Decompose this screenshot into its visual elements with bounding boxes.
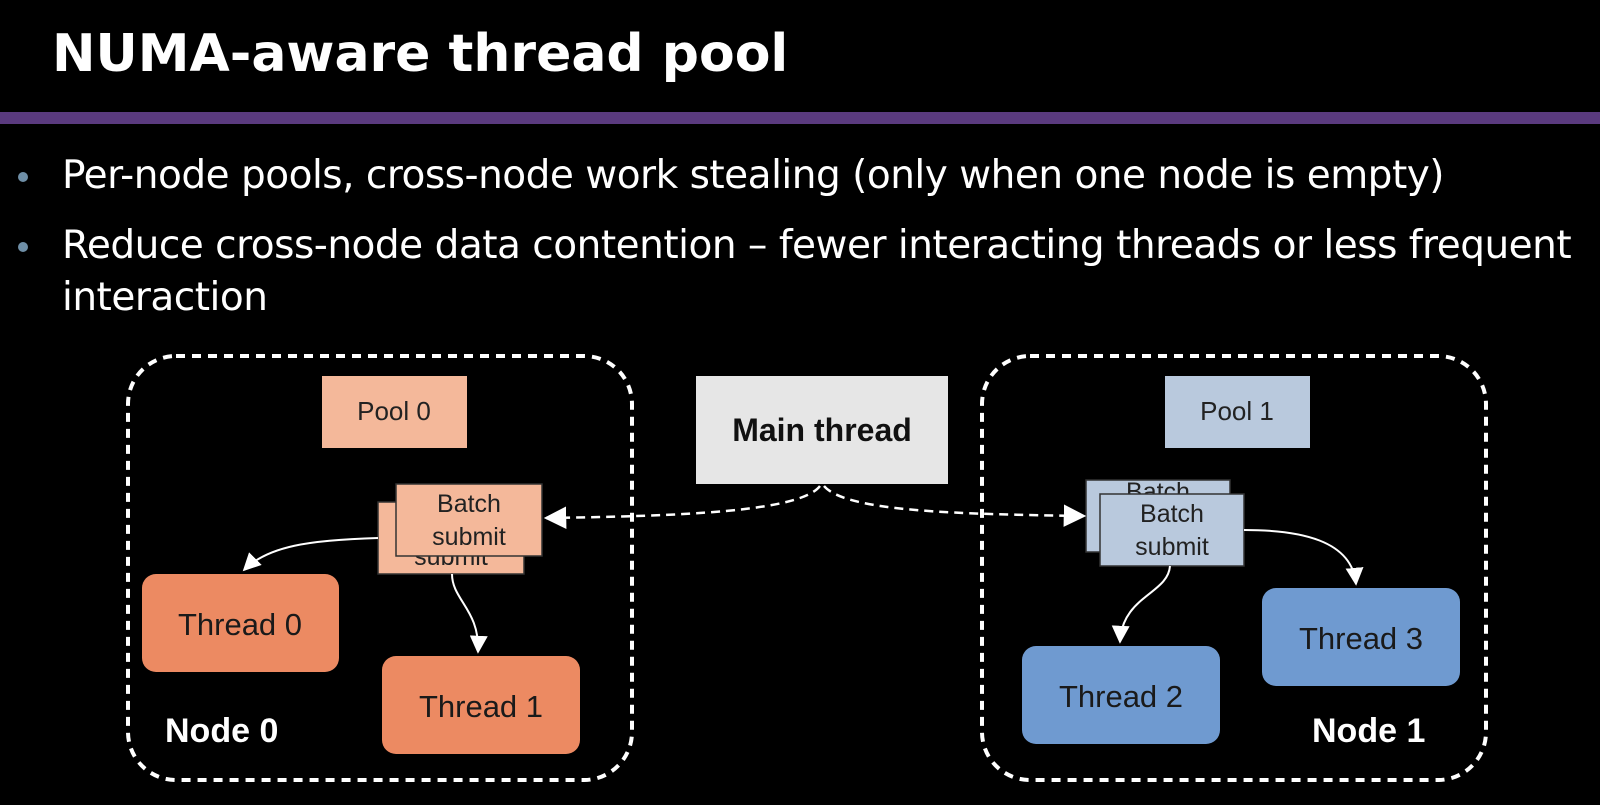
main-to-node1-arrow [823, 485, 1087, 527]
bullet-dot-icon [18, 172, 28, 182]
node1-batch-front-box [1099, 493, 1245, 567]
node0-batch-front-line2: submit [432, 523, 506, 551]
node1-label: Node 1 [1312, 712, 1425, 750]
thread3-box [1262, 588, 1460, 686]
main-thread-box [696, 376, 948, 484]
thread0-box [142, 574, 339, 672]
node0-container [126, 354, 634, 782]
batch1-to-thread3-arrow [1243, 529, 1364, 586]
node0-batch-front-line1: Batch [437, 490, 501, 518]
slide-title: NUMA-aware thread pool [52, 24, 789, 84]
node1-batch-front-line2: submit [1135, 533, 1209, 561]
thread0-label: Thread 0 [178, 607, 302, 642]
thread3-label: Thread 3 [1299, 621, 1423, 656]
bullet-text: Reduce cross-node data contention – fewe… [62, 223, 1572, 320]
node1-container [980, 354, 1488, 782]
thread2-label: Thread 2 [1059, 679, 1183, 714]
bullet-text: Per-node pools, cross-node work stealing… [62, 153, 1445, 198]
batch0-to-thread0-arrow [242, 537, 379, 572]
main-thread-label: Main thread [732, 412, 912, 448]
batch1-to-thread2-arrow [1111, 565, 1171, 644]
thread1-box [382, 656, 580, 754]
pool0-label: Pool 0 [357, 396, 431, 426]
pool0-box [322, 376, 467, 448]
pool1-label: Pool 1 [1200, 396, 1274, 426]
pool1-box [1165, 376, 1310, 448]
title-divider [0, 112, 1600, 124]
node0-label: Node 0 [165, 712, 278, 750]
thread2-box [1022, 646, 1220, 744]
title-bar [0, 0, 1600, 112]
bullet-dot-icon [18, 242, 28, 252]
main-to-node0-arrow [543, 485, 821, 529]
thread1-label: Thread 1 [419, 689, 543, 724]
node1-batch-front-line1: Batch [1140, 500, 1204, 528]
node0-batch-front-box [395, 483, 543, 557]
batch0-to-thread1-arrow [451, 573, 488, 654]
